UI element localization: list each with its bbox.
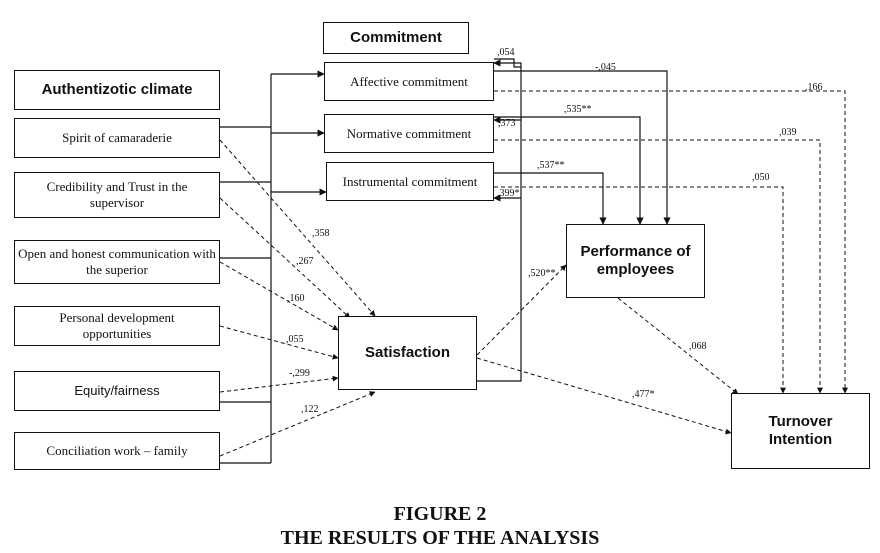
- coef-normative-turnover: ,039: [779, 127, 797, 138]
- node-equity-fairness: Equity/fairness: [14, 371, 220, 411]
- coef-affective-turnover: ,166: [805, 82, 823, 93]
- node-satisfaction: Satisfaction: [338, 316, 477, 390]
- node-conciliation-work-family: Conciliation work – family: [14, 432, 220, 470]
- coef-satisfaction-affective: ,054: [497, 47, 515, 58]
- coef-conciliation-satisfaction: ,122: [301, 404, 319, 415]
- commitment-heading: Commitment: [323, 22, 469, 54]
- figure-caption-title: THE RESULTS OF THE ANALYSIS: [280, 527, 600, 549]
- node-performance-of-employees: Performance of employees: [566, 224, 705, 298]
- satisfaction-to-commitment-line: [477, 59, 522, 382]
- node-normative-commitment: Normative commitment: [324, 114, 494, 153]
- node-credibility-trust-supervisor: Credibility and Trust in the supervisor: [14, 172, 220, 218]
- node-spirit-of-camaraderie: Spirit of camaraderie: [14, 118, 220, 158]
- node-affective-commitment: Affective commitment: [324, 62, 494, 101]
- coef-development-satisfaction: ,055: [286, 334, 304, 345]
- coef-satisfaction-normative: ,373: [498, 118, 516, 129]
- coef-communication-satisfaction: ,160: [287, 293, 305, 304]
- coef-camaraderie-satisfaction: ,358: [312, 228, 330, 239]
- node-turnover-intention: Turnover Intention: [731, 393, 870, 469]
- coef-instrumental-turnover: ,050: [752, 172, 770, 183]
- figure-caption-number: FIGURE 2: [393, 503, 487, 525]
- node-open-honest-communication: Open and honest communication with the s…: [14, 240, 220, 284]
- coef-performance-turnover: ,068: [689, 341, 707, 352]
- coef-equity-satisfaction: -,299: [289, 368, 310, 379]
- node-personal-development: Personal development opportunities: [14, 306, 220, 346]
- coef-satisfaction-instrumental: ,399*: [497, 188, 520, 199]
- coef-instrumental-performance: ,537**: [537, 160, 565, 171]
- coef-affective-performance: -,045: [595, 62, 616, 73]
- coef-credibility-satisfaction: ,267: [296, 256, 314, 267]
- node-instrumental-commitment: Instrumental commitment: [326, 162, 494, 201]
- coef-normative-performance: ,535**: [564, 104, 592, 115]
- coef-satisfaction-turnover: ,477*: [632, 389, 655, 400]
- coef-satisfaction-performance: ,520**: [528, 268, 556, 279]
- authentizotic-climate-heading: Authentizotic climate: [14, 70, 220, 110]
